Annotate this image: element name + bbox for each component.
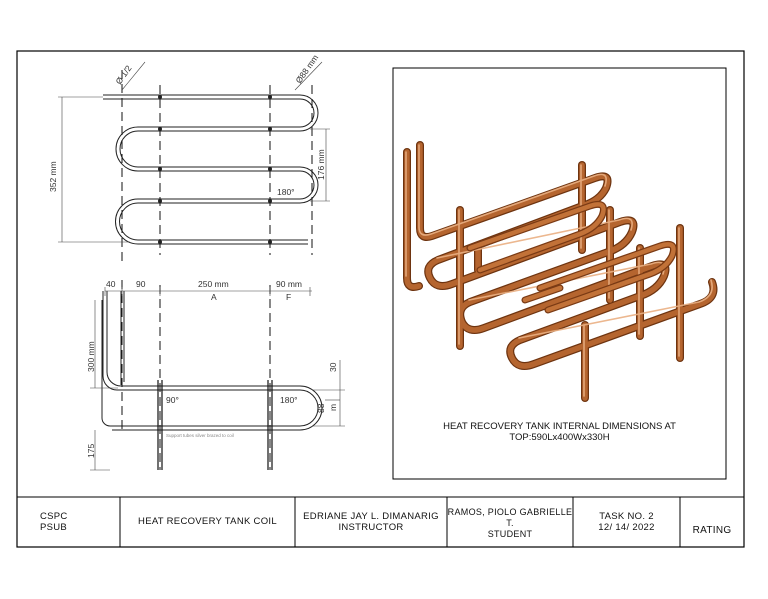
student-name: RAMOS, PIOLO GABRIELLE T.: [447, 507, 573, 528]
top-view-support-dots: [158, 95, 272, 244]
dim-40: 40: [106, 279, 116, 289]
dim-250: 250 mm: [198, 279, 229, 289]
rating-label: RATING: [692, 525, 732, 536]
copper-coil-render: [403, 141, 718, 402]
dim-352: 352 mm: [48, 161, 58, 192]
note-support-tubes: Support tubes silver brazed to coil: [166, 433, 234, 438]
task-date: 12/ 14/ 2022: [598, 522, 655, 533]
top-view-dimension-lines: [58, 61, 330, 243]
dim-diameter-88: Ø88 mm: [293, 53, 320, 85]
angle-90: 90°: [166, 395, 179, 405]
title-block-rating: RATING: [680, 497, 744, 547]
dim-88: 88: [316, 403, 326, 413]
drawing-title: HEAT RECOVERY TANK COIL: [138, 516, 277, 528]
dim-diameter-half: Ø 1/2: [113, 63, 133, 86]
render-caption: HEAT RECOVERY TANK INTERNAL DIMENSIONS A…: [393, 421, 726, 444]
outer-border: [16, 50, 745, 548]
caption-line-2: TOP:590Lx400Wx330H: [509, 431, 610, 443]
front-view-support-rods: [157, 380, 273, 470]
title-block-title: HEAT RECOVERY TANK COIL: [120, 497, 295, 547]
angle-180-top: 180°: [277, 187, 295, 197]
instructor-role: INSTRUCTOR: [338, 522, 404, 533]
dim-175: 175: [86, 444, 96, 458]
instructor-name: EDRIANE JAY L. DIMANARIG: [303, 510, 439, 522]
front-view-centerlines: [121, 280, 271, 470]
title-block-school: CSPC PSUB: [34, 497, 120, 547]
dim-300: 300 mm: [86, 341, 96, 372]
dim-unit-m: m: [328, 404, 338, 411]
top-view-coil: [103, 94, 319, 245]
title-block-task: TASK NO. 2 12/ 14/ 2022: [573, 497, 680, 547]
dim-176: 176 mm: [316, 149, 326, 180]
front-view-dimension-lines: [90, 287, 345, 471]
title-block-grid: [119, 497, 681, 547]
school-line-2: PSUB: [40, 522, 68, 533]
label-f: F: [286, 292, 291, 302]
dim-90-left: 90: [136, 279, 146, 289]
dim-30: 30: [328, 362, 338, 372]
caption-line-1: HEAT RECOVERY TANK INTERNAL DIMENSIONS A…: [443, 421, 676, 432]
angle-180-bottom: 180°: [280, 395, 298, 405]
dim-90-right: 90 mm: [276, 279, 302, 289]
front-view-coil: [101, 291, 323, 431]
label-a: A: [211, 292, 217, 302]
school-line-1: CSPC: [40, 510, 68, 522]
student-role: STUDENT: [487, 528, 533, 539]
title-block-instructor: EDRIANE JAY L. DIMANARIG INSTRUCTOR: [295, 497, 447, 547]
title-block-student: RAMOS, PIOLO GABRIELLE T. STUDENT: [447, 497, 573, 547]
task-number: TASK NO. 2: [599, 510, 654, 522]
